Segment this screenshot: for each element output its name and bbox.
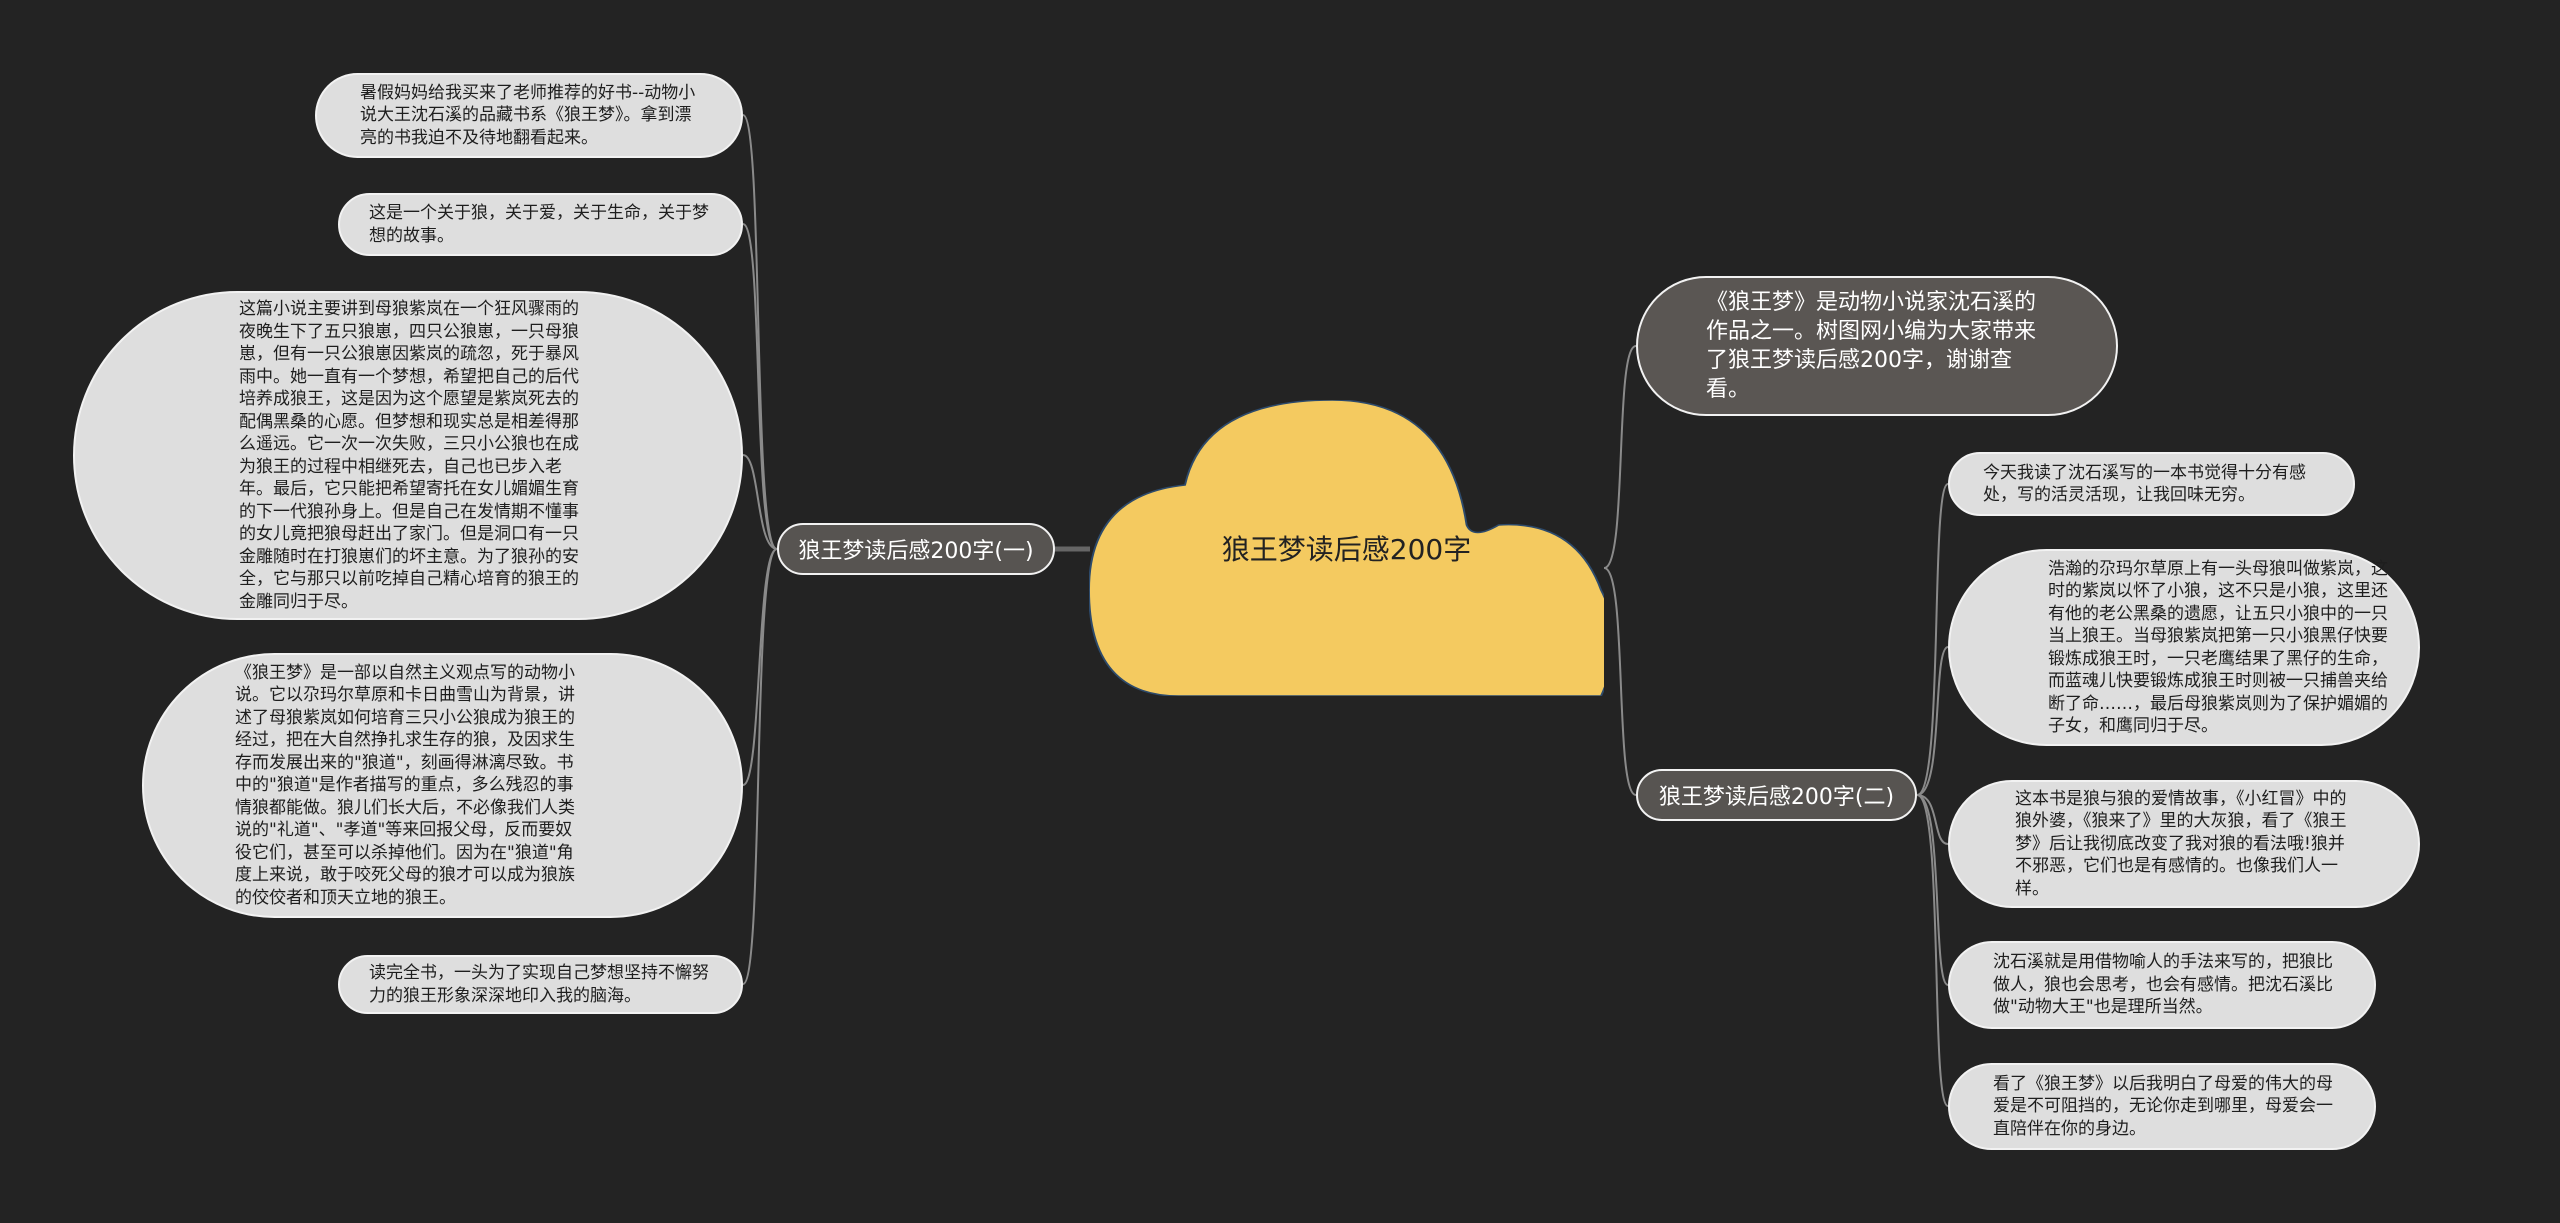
leaf-node[interactable]: 这篇小说主要讲到母狼紫岚在一个狂风骤雨的夜晚生下了五只狼崽，四只公狼崽，一只母狼… [73,291,743,620]
leaf-text: 这篇小说主要讲到母狼紫岚在一个狂风骤雨的夜晚生下了五只狼崽，四只公狼崽，一只母狼… [239,299,579,612]
leaf-text: 读完全书，一头为了实现自己梦想坚持不懈努力的狼王形象深深地印入我的脑海。 [369,963,709,1006]
leaf-node[interactable]: 浩瀚的尕玛尔草原上有一头母狼叫做紫岚，这时的紫岚以怀了小狼，这不只是小狼，这里还… [1948,549,2420,746]
leaf-node[interactable]: 暑假妈妈给我买来了老师推荐的好书--动物小说大王沈石溪的品藏书系《狼王梦》。拿到… [315,73,743,158]
leaf-text: 今天我读了沈石溪写的一本书觉得十分有感处，写的活灵活现，让我回味无穷。 [1983,462,2306,506]
connector-right-1 [1916,483,1949,796]
connector-left-4 [742,548,778,786]
leaf-text: 看了《狼王梦》以后我明白了母爱的伟大的母爱是不可阻挡的，无论你走到哪里，母爱会一… [1993,1073,2333,1139]
connector-left-5 [742,548,778,985]
leaf-node[interactable]: 《狼王梦》是一部以自然主义观点写的动物小说。它以尕玛尔草原和卡日曲雪山为背景，讲… [142,653,743,918]
root-cloud-shape [1089,400,1604,696]
connector-right-4 [1916,794,1949,986]
leaf-node[interactable]: 读完全书，一头为了实现自己梦想坚持不懈努力的狼王形象深深地印入我的脑海。 [338,955,743,1014]
leaf-node[interactable]: 这是一个关于狼，关于爱，关于生命，关于梦想的故事。 [338,193,743,256]
leaf-text: 这本书是狼与狼的爱情故事，《小红冒》中的狼外婆，《狼来了》里的大灰狼，看了《狼王… [2015,788,2347,899]
leaf-text: 《狼王梦》是一部以自然主义观点写的动物小说。它以尕玛尔草原和卡日曲雪山为背景，讲… [235,662,575,908]
connector-root-intro [1603,345,1637,569]
leaf-text: 沈石溪就是用借物喻人的手法来写的，把狼比做人，狼也会思考，也会有感情。把沈石溪比… [1993,952,2333,1018]
connector-root-branch2 [1603,567,1637,796]
connector-left-2 [742,223,778,550]
branch-label: 狼王梦读后感200字(二) [1658,785,1895,810]
leaf-node[interactable]: 这本书是狼与狼的爱情故事，《小红冒》中的狼外婆，《狼来了》里的大灰狼，看了《狼王… [1948,780,2420,908]
leaf-text: 这是一个关于狼，关于爱，关于生命，关于梦想的故事。 [369,203,709,246]
branch-node-2[interactable]: 狼王梦读后感200字(二) [1636,769,1917,821]
connector-left-3 [742,454,778,550]
leaf-node[interactable]: 今天我读了沈石溪写的一本书觉得十分有感处，写的活灵活现，让我回味无穷。 [1948,452,2355,516]
root-topic[interactable]: 狼王梦读后感200字 [1089,400,1604,696]
intro-node[interactable]: 《狼王梦》是动物小说家沈石溪的作品之一。树图网小编为大家带来了狼王梦读后感200… [1636,276,2118,416]
leaf-node[interactable]: 沈石溪就是用借物喻人的手法来写的，把狼比做人，狼也会思考，也会有感情。把沈石溪比… [1948,941,2376,1029]
branch-label: 狼王梦读后感200字(一) [798,539,1034,564]
connector-right-2 [1916,646,1949,796]
leaf-text: 浩瀚的尕玛尔草原上有一头母狼叫做紫岚，这时的紫岚以怀了小狼，这不只是小狼，这里还… [2048,558,2388,737]
root-title: 狼王梦读后感200字 [1221,533,1472,566]
connector-left-1 [742,114,778,550]
leaf-node[interactable]: 看了《狼王梦》以后我明白了母爱的伟大的母爱是不可阻挡的，无论你走到哪里，母爱会一… [1948,1063,2376,1150]
connector-right-5 [1916,794,1949,1107]
branch-node-1[interactable]: 狼王梦读后感200字(一) [777,523,1055,575]
connector-right-3 [1916,794,1949,845]
leaf-text: 暑假妈妈给我买来了老师推荐的好书--动物小说大王沈石溪的品藏书系《狼王梦》。拿到… [360,82,696,148]
intro-text: 《狼王梦》是动物小说家沈石溪的作品之一。树图网小编为大家带来了狼王梦读后感200… [1706,290,2037,402]
